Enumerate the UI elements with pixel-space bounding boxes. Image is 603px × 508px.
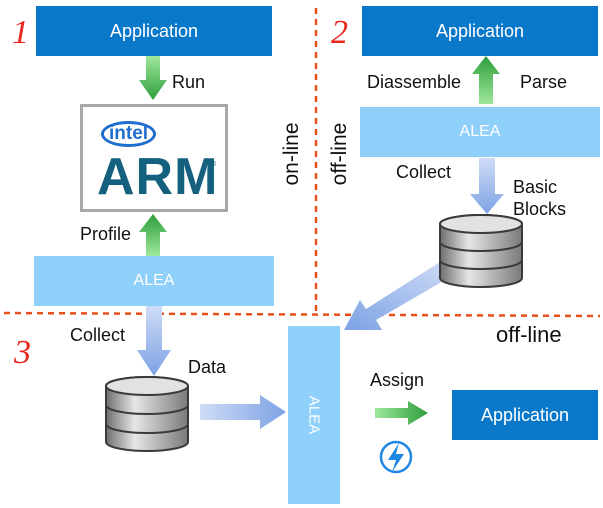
application-box-1: Application — [36, 6, 272, 56]
database-icon-data — [105, 376, 189, 452]
run-label: Run — [172, 72, 206, 92]
arm-logo: ARM — [97, 148, 219, 206]
arm-registered-mark: ® — [211, 161, 217, 168]
alea-box-3: ALEA — [288, 326, 340, 504]
collect-label-2: Collect — [396, 162, 452, 182]
intel-arm-processor: intel ARM ® — [80, 104, 228, 212]
offline-label-3: off-line — [496, 322, 562, 347]
run-arrow — [139, 56, 167, 100]
basic-label: Basic — [513, 177, 558, 197]
profile-label: Profile — [80, 224, 132, 244]
assign-arrow — [375, 401, 428, 425]
parse-arrow — [472, 56, 500, 104]
profile-arrow — [139, 214, 167, 256]
application-box-3: Application — [452, 390, 598, 440]
alea-box-1: ALEA — [34, 256, 274, 306]
assign-label: Assign — [370, 370, 425, 390]
blocks-label: Blocks — [513, 199, 567, 219]
database-icon-basic-blocks — [439, 214, 523, 288]
data-arrow — [200, 395, 286, 429]
collect-arrow-1 — [137, 306, 171, 376]
offline-label-2: off-line — [328, 122, 351, 186]
online-label: on-line — [280, 122, 303, 186]
alea-label-3: ALEA — [305, 395, 323, 435]
collect-label-3: Collect — [70, 325, 126, 345]
divider-horizontal — [3, 311, 601, 318]
lightning-bolt-icon — [379, 440, 413, 474]
section-number-3: 3 — [14, 334, 31, 371]
alea-box-2: ALEA — [360, 107, 600, 157]
diagonal-arrow — [344, 262, 452, 330]
parse-label: Parse — [520, 72, 568, 92]
intel-logo: intel — [101, 121, 157, 147]
data-label: Data — [188, 357, 227, 377]
disassemble-label: Diassemble — [367, 72, 462, 92]
collect-arrow-2 — [470, 158, 504, 214]
section-number-1: 1 — [12, 14, 29, 51]
application-box-2: Application — [362, 6, 598, 56]
section-number-2: 2 — [331, 14, 348, 51]
